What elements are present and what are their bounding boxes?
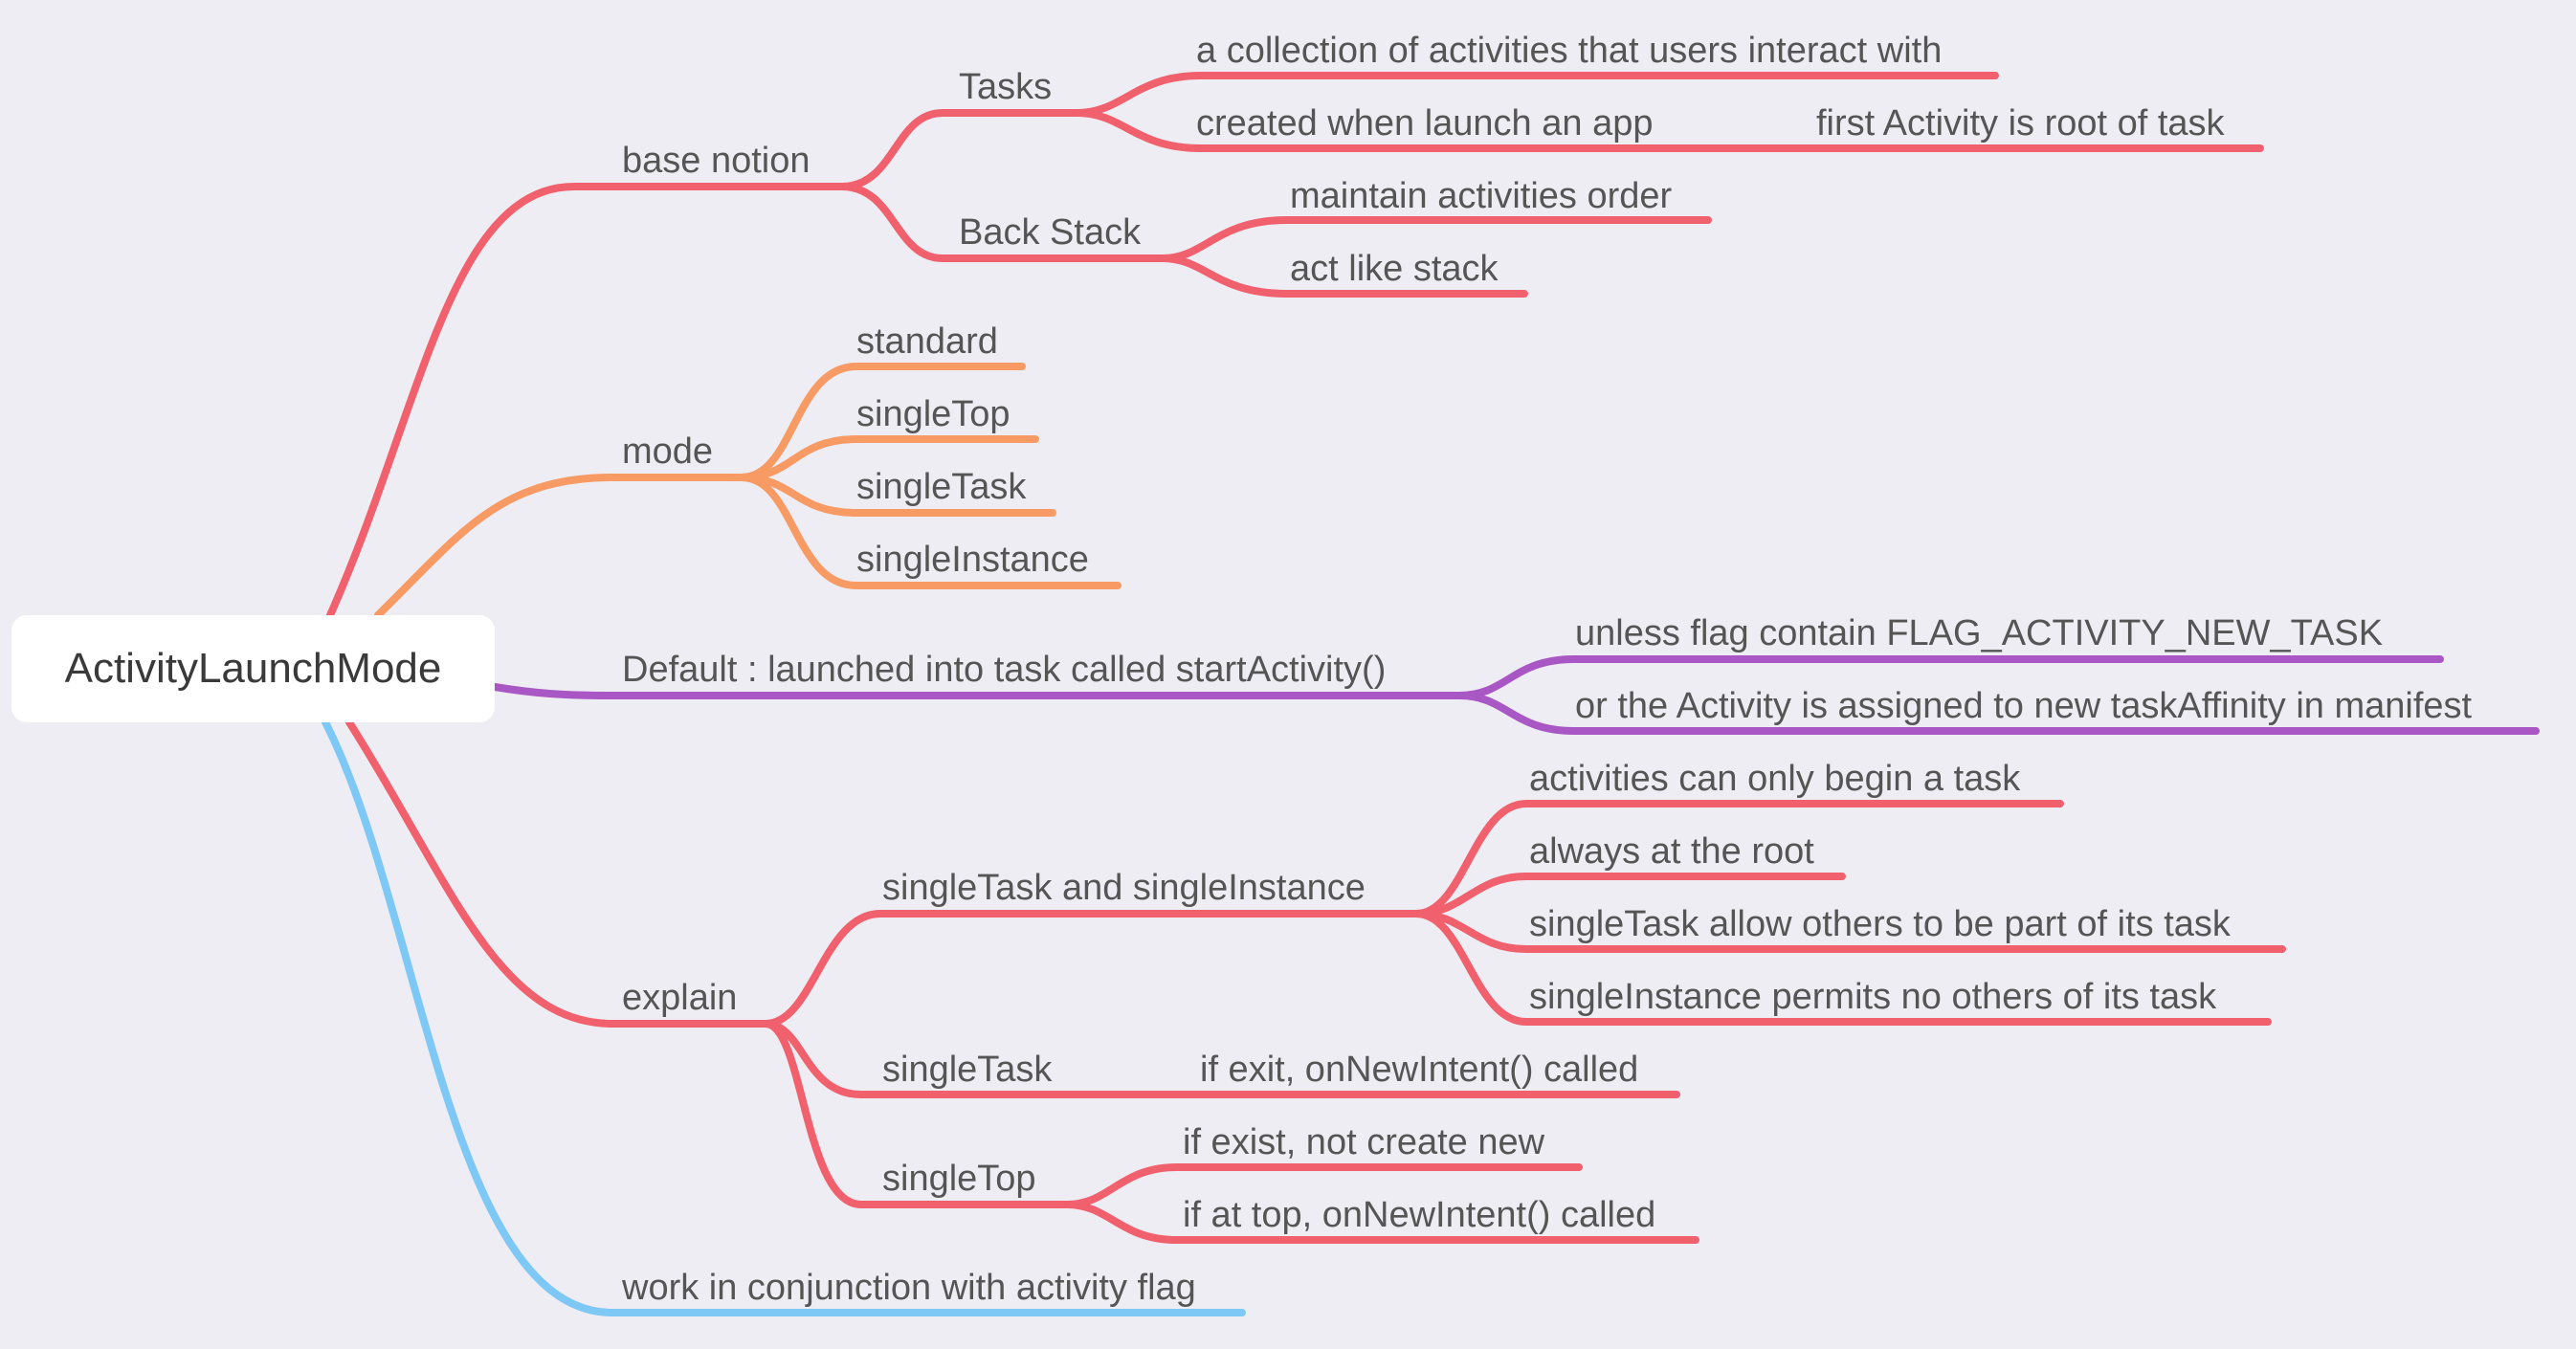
node-single-top[interactable]: singleTop (882, 1159, 1036, 1199)
node-tasks-root-note[interactable]: first Activity is root of task (1816, 103, 2226, 144)
connector-explain-single-task-instance (762, 910, 1420, 1028)
connector-back-stack-item-2 (1159, 254, 1528, 298)
connector-mode-singleinstance (738, 474, 1121, 589)
node-back-stack-item-1[interactable]: maintain activities order (1290, 176, 1673, 216)
node-sti-item-4[interactable]: singleInstance permits no others of its … (1529, 977, 2217, 1017)
connector-single-top-item-2 (1063, 1201, 1699, 1244)
node-tasks-item-1[interactable]: a collection of activities that users in… (1196, 31, 1942, 71)
node-mode-standard[interactable]: standard (856, 321, 998, 362)
connector-root-explain (345, 719, 769, 1028)
node-sti-item-1[interactable]: activities can only begin a task (1529, 759, 2021, 799)
node-single-top-item-2[interactable]: if at top, onNewIntent() called (1183, 1195, 1655, 1235)
node-default[interactable]: Default : launched into task called star… (622, 650, 1386, 690)
node-flag[interactable]: work in conjunction with activity flag (621, 1268, 1196, 1308)
connector-base-notion-tasks (838, 109, 1080, 190)
connector-explain-single-top (762, 1020, 1071, 1208)
connector-root-mode (374, 474, 745, 619)
root-node[interactable]: ActivityLaunchMode (11, 615, 495, 722)
node-single-task[interactable]: singleTask (882, 1050, 1053, 1090)
node-single-task-instance[interactable]: singleTask and singleInstance (882, 868, 1366, 908)
node-single-top-item-1[interactable]: if exist, not create new (1183, 1122, 1545, 1162)
node-mode-singletask[interactable]: singleTask (856, 467, 1027, 507)
node-tasks[interactable]: Tasks (959, 67, 1052, 107)
node-sti-item-2[interactable]: always at the root (1529, 831, 1814, 872)
root-node-label: ActivityLaunchMode (64, 645, 442, 692)
connector-tasks-item-2 (1073, 109, 1693, 152)
connector-base-notion-back-stack (838, 183, 1166, 262)
node-mode-singleinstance[interactable]: singleInstance (856, 540, 1089, 580)
node-default-item-2[interactable]: or the Activity is assigned to new taskA… (1575, 686, 2473, 726)
connector-root-flag (322, 719, 1246, 1316)
connector-root-default (491, 683, 1463, 699)
node-mode[interactable]: mode (622, 431, 713, 472)
node-sti-item-3[interactable]: singleTask allow others to be part of it… (1529, 904, 2232, 944)
node-base-notion[interactable]: base notion (622, 141, 811, 181)
node-back-stack-item-2[interactable]: act like stack (1290, 249, 1499, 289)
connector-default-item-2 (1455, 692, 2540, 735)
node-explain[interactable]: explain (622, 978, 737, 1018)
node-back-stack[interactable]: Back Stack (959, 212, 1142, 253)
node-default-item-1[interactable]: unless flag contain FLAG_ACTIVITY_NEW_TA… (1575, 613, 2383, 653)
connector-root-base-notion (326, 183, 846, 619)
node-single-task-note[interactable]: if exit, onNewIntent() called (1200, 1050, 1638, 1090)
node-mode-singletop[interactable]: singleTop (856, 394, 1010, 434)
node-tasks-item-2[interactable]: created when launch an app (1196, 103, 1653, 144)
connector-sti-item-4 (1412, 910, 2272, 1026)
